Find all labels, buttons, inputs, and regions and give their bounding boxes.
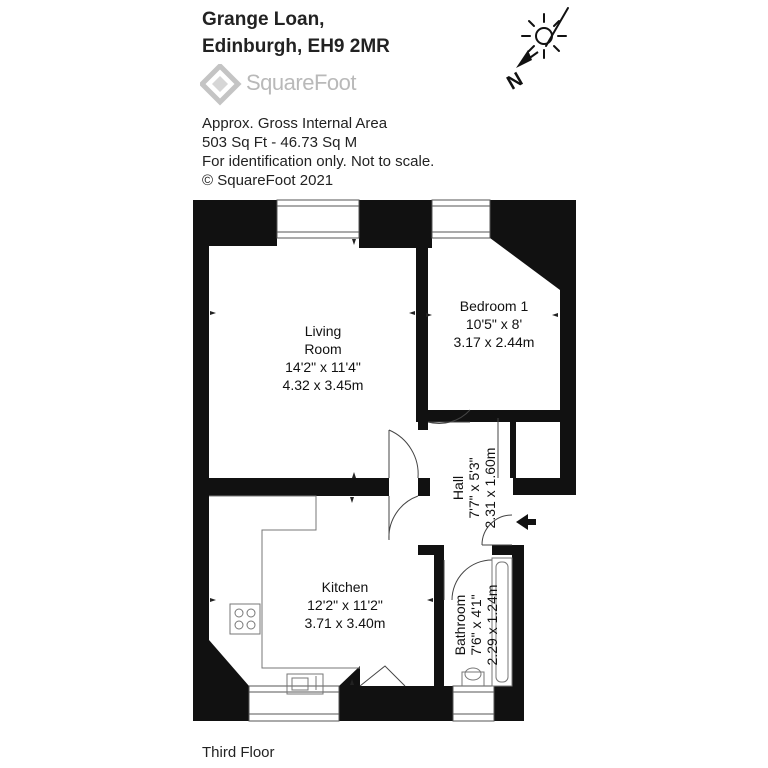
compass-sun-icon: N bbox=[503, 7, 569, 95]
bathroom-imperial: 7'6" x 4'1" bbox=[468, 594, 484, 656]
living-room-name-2: Room bbox=[304, 341, 342, 357]
kitchen-label: Kitchen 12'2" x 11'2" 3.71 x 3.40m bbox=[290, 578, 400, 632]
bathroom-metric: 2.29 x 1.24m bbox=[484, 584, 500, 666]
logo-brand-text: SquareFoot bbox=[246, 70, 356, 95]
bedroom-imperial: 10'5" x 8' bbox=[465, 316, 523, 332]
address-line-2: Edinburgh, EH9 2MR bbox=[202, 36, 390, 57]
property-address: Grange Loan, Edinburgh, EH9 2MR bbox=[202, 6, 390, 60]
squarefoot-logo-icon bbox=[198, 62, 242, 106]
kitchen-name: Kitchen bbox=[321, 579, 369, 595]
doors bbox=[359, 409, 513, 687]
living-room-metric: 4.32 x 3.45m bbox=[282, 377, 364, 393]
gross-area-values: 503 Sq Ft - 46.73 Sq M bbox=[202, 134, 358, 151]
hall-metric: 2.31 x 1.60m bbox=[482, 447, 498, 529]
hall-imperial: 7'7" x 5'3" bbox=[466, 457, 482, 519]
interior-walls bbox=[209, 238, 560, 686]
kitchen-imperial: 12'2" x 11'2" bbox=[307, 597, 383, 613]
floor-label: Third Floor bbox=[202, 744, 275, 761]
bedroom-name: Bedroom 1 bbox=[459, 298, 529, 314]
squarefoot-logo: SquareFoot bbox=[198, 62, 380, 106]
living-room-name-1: Living bbox=[304, 323, 342, 339]
hall-name: Hall bbox=[450, 475, 466, 501]
living-room-imperial: 14'2" x 11'4" bbox=[285, 359, 361, 375]
windows bbox=[248, 199, 495, 722]
area-info: Approx. Gross Internal Area 503 Sq Ft - … bbox=[202, 114, 434, 190]
hall-label: Hall 7'7" x 5'3" 2.31 x 1.60m bbox=[450, 428, 500, 548]
entrance-arrow-icon bbox=[516, 514, 536, 530]
exterior-walls bbox=[193, 200, 576, 721]
kitchen-units bbox=[209, 495, 360, 695]
address-line-1: Grange Loan, bbox=[202, 9, 325, 30]
bedroom-label: Bedroom 1 10'5" x 8' 3.17 x 2.44m bbox=[434, 297, 554, 351]
bathroom-name: Bathroom bbox=[452, 594, 468, 656]
kitchen-metric: 3.71 x 3.40m bbox=[304, 615, 386, 631]
bedroom-metric: 3.17 x 2.44m bbox=[453, 334, 535, 350]
disclaimer: For identification only. Not to scale. bbox=[202, 153, 435, 170]
living-room-label: Living Room 14'2" x 11'4" 4.32 x 3.45m bbox=[268, 322, 378, 394]
gross-area-title: Approx. Gross Internal Area bbox=[202, 115, 388, 132]
bathroom-fixtures bbox=[461, 557, 513, 687]
copyright: © SquareFoot 2021 bbox=[202, 172, 334, 189]
bathroom-label: Bathroom 7'6" x 4'1" 2.29 x 1.24m bbox=[452, 560, 502, 690]
